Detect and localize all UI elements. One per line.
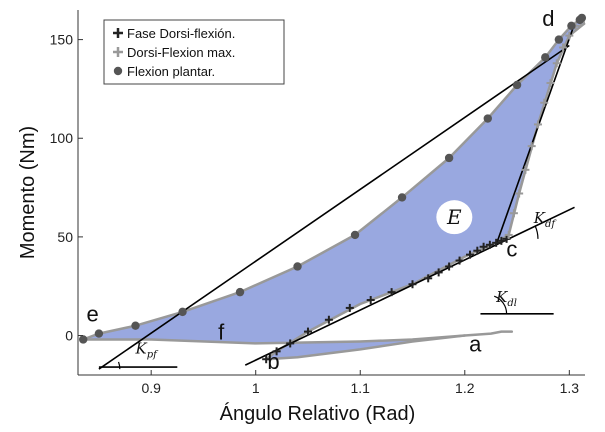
y-tick-label: 100 [50,130,74,146]
point-dorsi-15 [479,242,488,251]
y-tick-label: 0 [65,328,73,344]
legend-box [103,19,285,85]
point-plantar-5 [293,262,302,271]
angle-subscript: dl [507,298,517,309]
point-dorsi-max-2 [515,189,524,198]
kdl-angle-arc [493,295,508,314]
point-plantar-8 [444,153,454,163]
shaded-region-layer [83,17,584,360]
energy-region [83,17,584,360]
point-dorsi-max-6 [540,98,549,107]
x-tick-label: 1.3 [560,380,580,396]
point-dorsi-18 [497,236,506,245]
reference-line-k_pf [98,44,570,370]
reference-lines-layer [98,23,576,370]
point-dorsi-max-10 [565,31,574,40]
point-dorsi-6 [366,296,375,305]
kpf-angle-arc [117,361,121,370]
point-dorsi-13 [466,250,475,259]
point-plantar-10 [512,80,522,90]
point-plantar-2 [131,321,140,330]
point-label-b: b [267,349,279,374]
boundary-curve-3 [264,334,467,361]
point-dorsi-11 [445,262,454,271]
y-tick-label: 150 [50,32,74,48]
angle-label-kdl: Kdl [495,288,517,309]
legend-marker-2 [113,66,123,76]
point-label-d: d [542,6,554,31]
point-dorsi-max-3 [521,165,530,174]
legend-label-2: Flexion plantar. [127,64,215,79]
reference-line-k_df [244,206,575,366]
point-dorsi-max-9 [559,43,568,52]
x-tick-label: 1 [252,380,260,396]
point-dorsi-max-5 [533,120,542,129]
point-plantar-3 [178,307,187,317]
kdf-angle-arc [534,225,539,239]
point-label-f: f [218,319,225,344]
point-label-e: e [87,302,99,327]
point-plantar-6 [350,230,360,240]
angle-label-kpf: Kpf [134,339,159,360]
point-plantar-12 [554,35,564,44]
point-dorsi-max-8 [552,59,561,68]
point-dorsi-8 [408,280,417,289]
angle-label-kdf: Kdf [533,209,558,230]
legend: Fase Dorsi-flexión. Dorsi-Flexion max. Fle… [103,19,285,85]
markers-layer [79,13,587,364]
x-axis-title: Ángulo Relativo (Rad) [220,402,416,425]
point-dorsi-max-1 [509,209,518,218]
energy-label-bg [436,200,473,235]
point-dorsi-3 [303,327,312,336]
point-dorsi-7 [387,288,396,297]
point-dorsi-16 [485,240,494,249]
reference-line-k_dl [495,23,576,246]
boundary-curve-2 [81,330,514,345]
point-dorsi-9 [424,274,433,283]
legend-label-1: Dorsi-Flexion max. [127,45,235,60]
point-label-c: c [506,237,517,262]
point-dorsi-5 [345,303,354,312]
x-tick-label: 1.2 [455,380,475,396]
point-plantar-15 [577,13,587,23]
energy-label: E [446,205,462,229]
point-dorsi-17 [492,238,501,247]
point-plantar-0 [79,335,88,344]
point-label-a: a [469,331,482,356]
point-dorsi-max-4 [527,142,536,151]
point-dorsi-max-0 [504,230,513,239]
angle-symbol: K [495,288,508,306]
point-plantar-4 [235,287,245,297]
x-tick-label: 0.9 [141,380,161,396]
legend-marker-1 [113,47,123,57]
point-plantar-11 [541,53,550,62]
point-dorsi-1 [272,347,281,356]
legend-label-0: Fase Dorsi-flexión. [127,26,235,41]
y-axis-title: Momento (Nm) [17,126,39,259]
angle-symbol: K [134,339,147,357]
point-dorsi-10 [434,268,443,277]
angle-symbol: K [533,209,546,227]
point-dorsi-0 [262,355,271,364]
angle-subscript: df [545,219,557,230]
point-dorsi-2 [286,339,295,348]
point-dorsi-4 [324,315,333,324]
point-dorsi-14 [473,246,482,255]
legend-marker-0 [113,28,123,38]
point-plantar-13 [567,21,576,30]
point-dorsi-12 [455,256,464,265]
point-dorsi-max-7 [546,79,555,87]
point-plantar-1 [94,329,104,338]
y-tick-label: 50 [57,229,73,245]
angle-subscript: pf [147,349,159,360]
point-plantar-7 [397,193,407,202]
x-tick-label: 1.1 [351,380,371,396]
point-plantar-9 [483,114,492,123]
